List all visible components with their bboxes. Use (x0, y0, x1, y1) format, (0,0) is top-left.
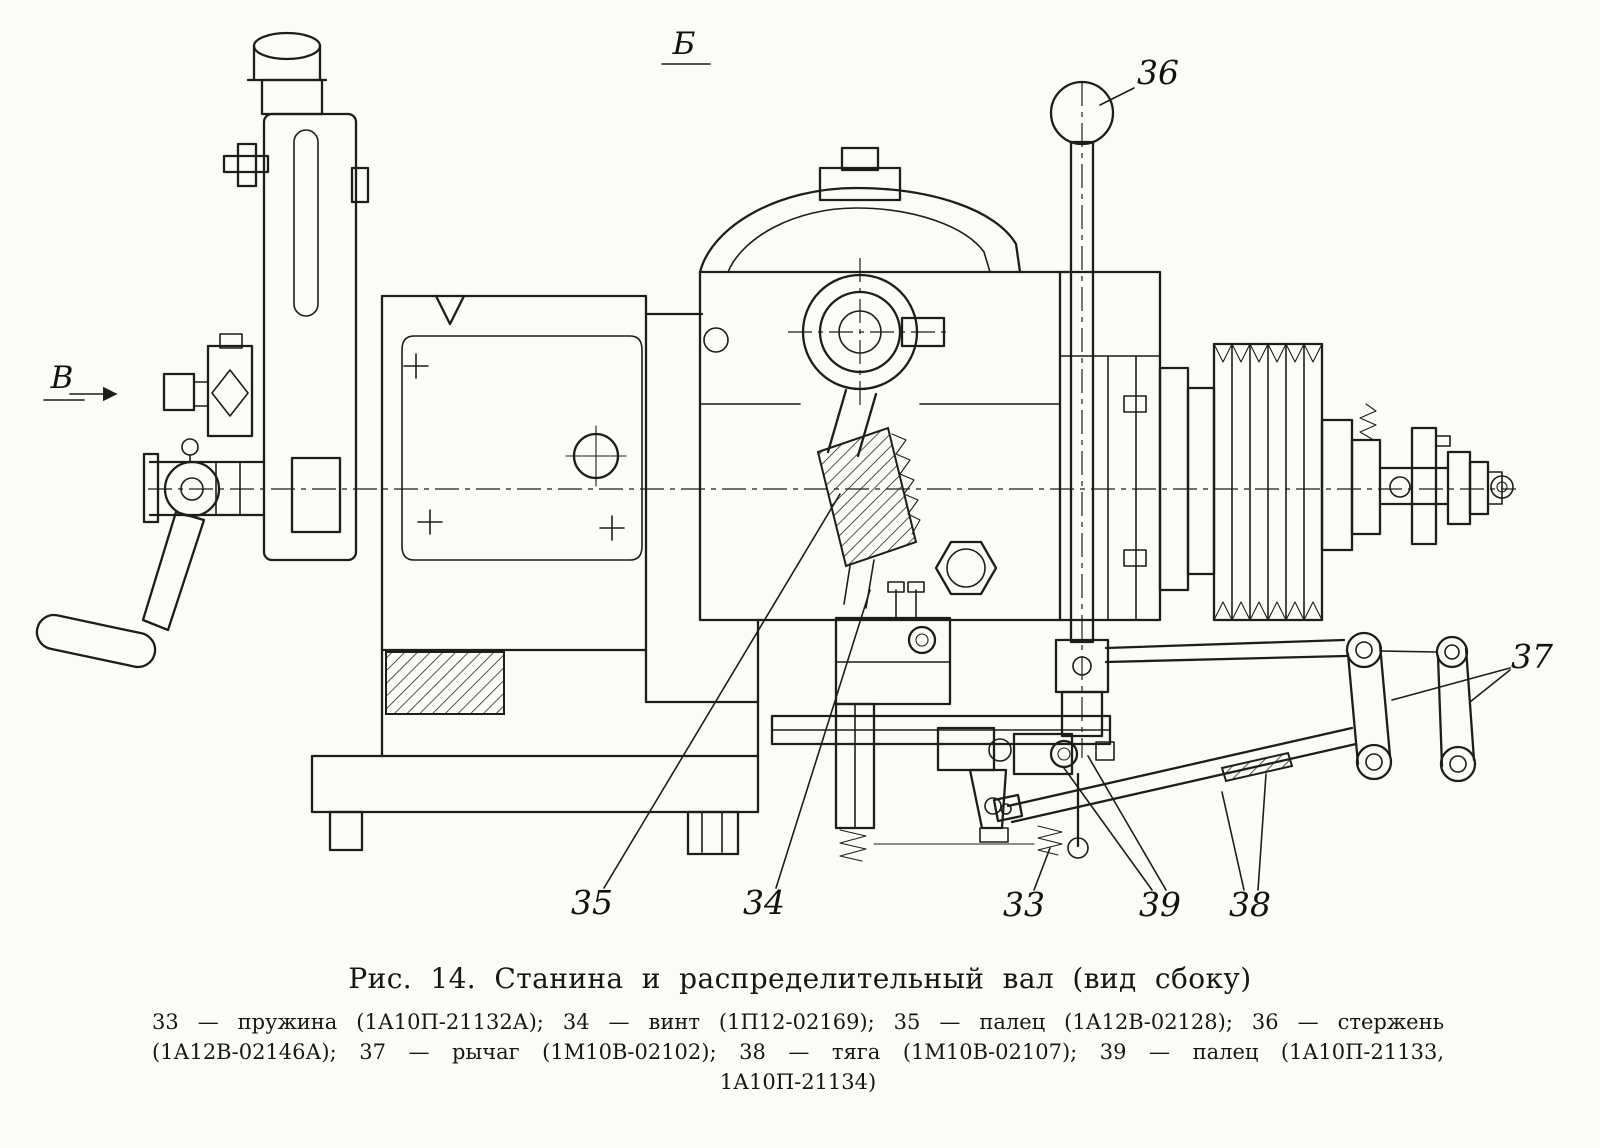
figure-caption: Рис. 14. Станина и распределительный вал… (348, 962, 1252, 995)
bed-casting (310, 294, 760, 856)
part-label-39: 39 (1139, 885, 1181, 924)
section-hatch-block (385, 651, 505, 715)
part-label-33: 33 (1003, 885, 1045, 924)
crank-assembly (35, 460, 221, 669)
cone-pulley (1158, 342, 1514, 622)
figure-legend: 33 — пружина (1А10П-21132А); 34 — винт (… (152, 1008, 1444, 1097)
legend-line-2: (1А12В-02146А); 37 — рычаг (1М10В-02102)… (152, 1039, 1444, 1064)
legend-line-1: 33 — пружина (1А10П-21132А); 34 — винт (… (152, 1010, 1444, 1034)
callouts: Б В 36 37 35 34 33 39 38 (43, 26, 1553, 924)
hand-lever-rod (1049, 80, 1115, 758)
gear-sector (816, 388, 921, 609)
lever-ball-knob (1049, 80, 1115, 146)
part-label-37: 37 (1511, 637, 1553, 676)
spring-right (1037, 825, 1063, 856)
legend-line-3: 1А10П-21134) (719, 1069, 877, 1094)
headstock-housing (698, 146, 1162, 622)
centermark-crosses (403, 353, 625, 541)
part-label-38: 38 (1229, 885, 1271, 924)
left-column-assembly (142, 31, 370, 562)
tie-rod (992, 726, 1358, 824)
view-label-top: Б (672, 26, 696, 62)
part-label-36: 36 (1137, 53, 1179, 92)
view-label-left: В (50, 360, 74, 396)
right-linkage (1104, 631, 1477, 783)
spring-left (839, 829, 867, 862)
lower-mechanism (770, 581, 1115, 862)
part-label-34: 34 (743, 883, 785, 922)
part-label-35: 35 (571, 883, 613, 922)
